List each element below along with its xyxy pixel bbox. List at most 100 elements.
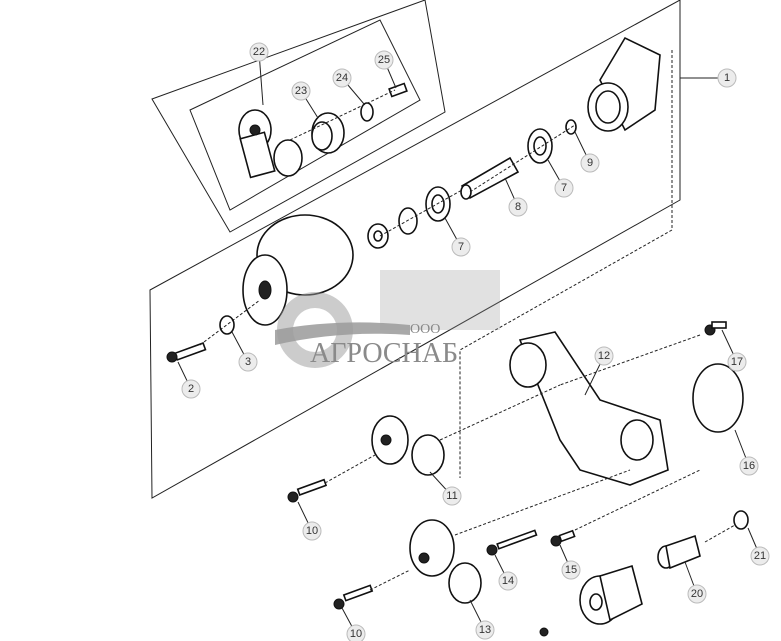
bracket-12	[509, 331, 669, 486]
watermark-name: АГРОСНАБ	[310, 338, 458, 369]
bolt-10b	[333, 584, 374, 610]
callout-7: 7	[444, 217, 471, 257]
callout-21: 21	[747, 527, 770, 566]
tensioner-11	[371, 415, 445, 476]
callout-number: 21	[754, 550, 766, 562]
callout-bubble	[451, 237, 471, 257]
callout-number: 11	[446, 490, 457, 502]
callout-10: 10	[341, 607, 366, 641]
callout-number: 9	[587, 157, 593, 169]
callout-15: 15	[559, 544, 581, 580]
callout-14: 14	[494, 554, 518, 591]
callout-number: 2	[188, 383, 194, 395]
callout-13: 13	[469, 599, 495, 640]
callout-bubble	[498, 571, 518, 591]
callout-23: 23	[291, 81, 319, 119]
frame-22-inner	[189, 19, 421, 211]
callout-7: 7	[547, 159, 574, 198]
callout-number: 17	[731, 356, 743, 368]
frame-22-outer	[151, 0, 446, 233]
callout-25: 25	[374, 50, 397, 89]
bolt-2	[166, 342, 207, 363]
shaft-20	[657, 534, 701, 570]
frame-1	[149, 0, 681, 499]
pulley-hub	[242, 214, 354, 326]
parts	[166, 36, 749, 637]
bearing-7a	[527, 128, 553, 164]
callout-bubble	[249, 42, 269, 62]
callout-8: 8	[504, 177, 528, 217]
callout-bubble	[687, 584, 707, 604]
callout-number: 10	[306, 525, 318, 537]
callout-24: 24	[332, 68, 365, 105]
callout-bubble	[580, 153, 600, 173]
callout-10: 10	[297, 501, 322, 541]
callout-bubble	[475, 620, 495, 640]
callout-bubble	[291, 81, 311, 101]
callout-22: 22	[249, 42, 269, 106]
callout-bubble	[717, 68, 737, 88]
bolt-15	[550, 529, 576, 547]
callout-9: 9	[574, 131, 600, 173]
callout-number: 16	[743, 460, 755, 472]
callout-number: 10	[350, 628, 362, 640]
bolt-17	[704, 321, 727, 336]
callout-number: 15	[565, 564, 577, 576]
snap-ring	[398, 207, 418, 235]
callout-number: 1	[724, 72, 730, 84]
idler-pulley	[579, 564, 643, 625]
callout-bubble	[727, 352, 747, 372]
callout-number: 12	[598, 350, 610, 362]
callout-12: 12	[584, 346, 614, 396]
agrosnab-watermark-logo: ООО АГРОСНАБ	[275, 270, 500, 369]
callout-bubble	[346, 624, 366, 641]
callout-number: 14	[502, 575, 514, 587]
callout-bubble	[332, 68, 352, 88]
callout-17: 17	[721, 329, 747, 372]
callout-bubble	[508, 197, 528, 217]
callout-11: 11	[429, 471, 462, 506]
callout-number: 24	[336, 72, 348, 84]
callout-20: 20	[684, 561, 707, 604]
callout-number: 3	[245, 356, 251, 368]
housing-1	[587, 36, 661, 132]
nut	[539, 627, 549, 637]
watermark-prefix: ООО	[410, 322, 440, 337]
callout-bubble	[442, 486, 462, 506]
callout-number: 25	[378, 54, 390, 66]
callout-bubble	[302, 521, 322, 541]
callout-3: 3	[231, 331, 258, 372]
callout-number: 23	[295, 85, 307, 97]
callouts: 22 25 24 23 1 9 7 8 7 3 2 17 12 16 11 10 21 14 15 20 13 10	[177, 42, 770, 641]
callout-number: 7	[561, 182, 567, 194]
callout-bubble	[750, 546, 770, 566]
callout-bubble	[554, 178, 574, 198]
tensioner-22	[238, 109, 303, 179]
assembly-frames	[149, 0, 716, 499]
bolt-14	[486, 529, 538, 556]
callout-16: 16	[734, 429, 759, 476]
callout-bubble	[561, 560, 581, 580]
bolt-25	[388, 82, 408, 98]
callout-bubble	[181, 379, 201, 399]
tensioner-13	[409, 519, 482, 604]
washer-3	[219, 315, 235, 335]
callout-bubble	[739, 456, 759, 476]
callout-number: 20	[691, 588, 703, 600]
bolt-10a	[287, 478, 328, 503]
callout-number: 22	[253, 46, 265, 58]
callout-bubble	[374, 50, 394, 70]
washer	[367, 223, 389, 249]
pulley-23	[311, 112, 345, 154]
callout-number: 7	[458, 241, 464, 253]
callout-1: 1	[716, 68, 737, 88]
snap-ring-21	[733, 510, 749, 530]
callout-bubble	[238, 352, 258, 372]
shaft-8	[460, 156, 520, 200]
callout-number: 8	[515, 201, 521, 213]
callout-number: 13	[479, 624, 491, 636]
callout-2: 2	[177, 361, 201, 399]
o-ring-16	[692, 363, 744, 433]
callout-bubble	[594, 346, 614, 366]
